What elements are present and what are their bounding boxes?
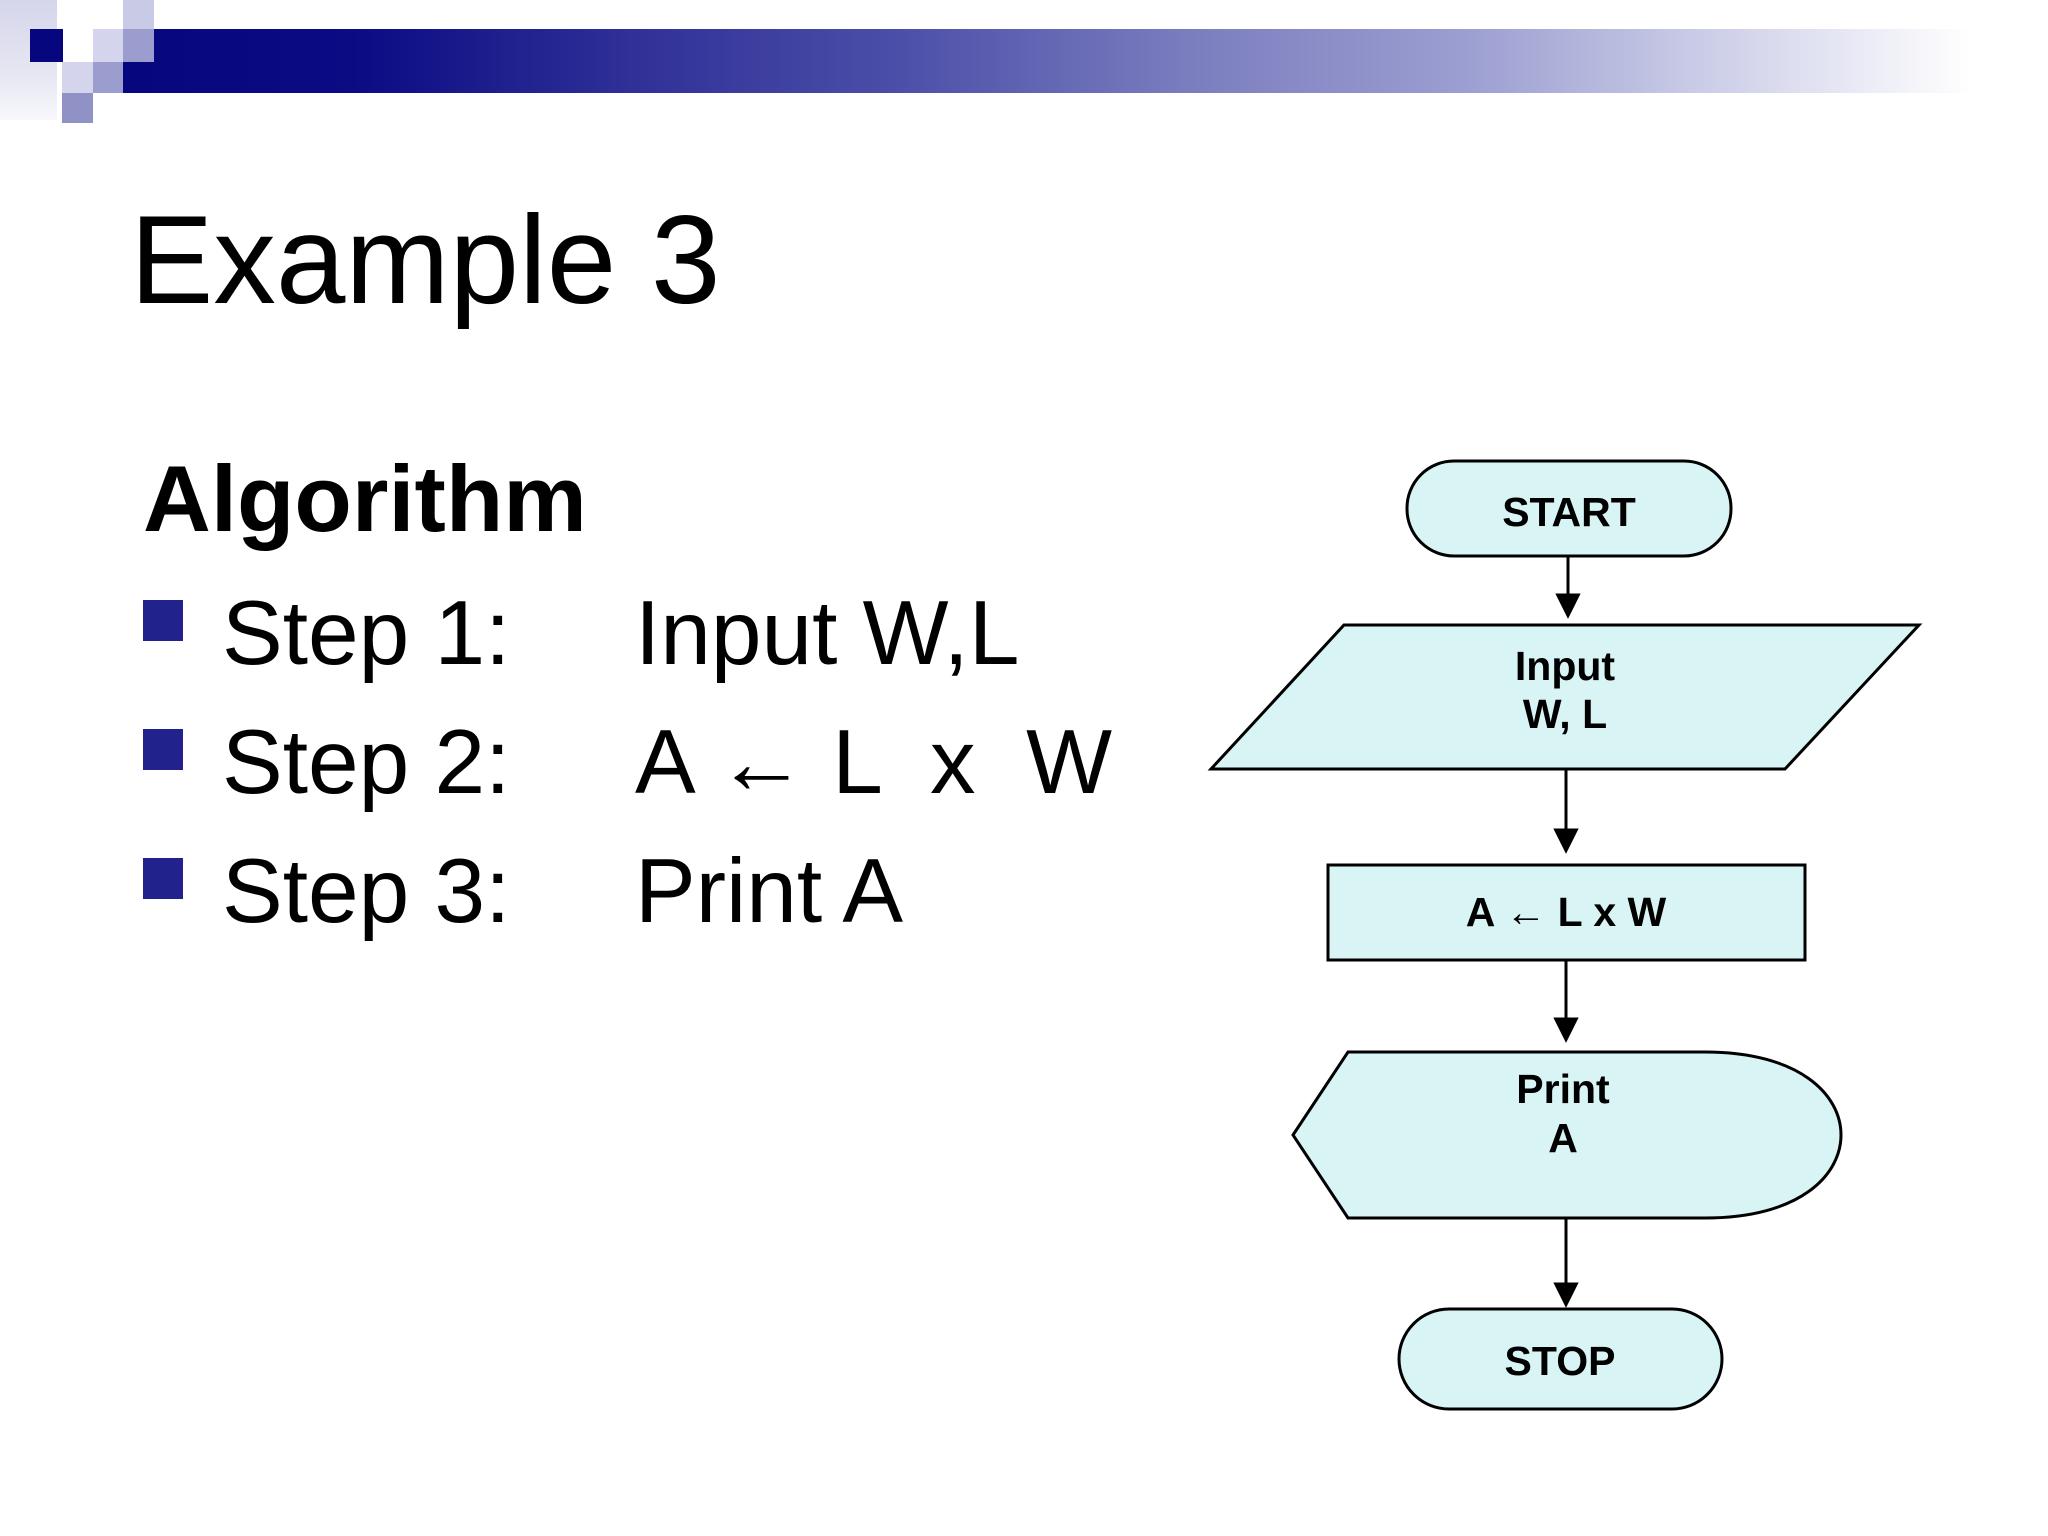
flowchart-node-print xyxy=(1291,1050,1843,1220)
step-label: Step 3: xyxy=(222,841,511,942)
step-label: Step 2: xyxy=(222,712,511,813)
flowchart-node-process-label: A ← L x W xyxy=(1466,889,1667,935)
flowchart-node-start xyxy=(1405,459,1733,558)
flowchart-node-input-label-line1: Input xyxy=(1515,643,1616,689)
flowchart-node-start-label: START xyxy=(1502,489,1636,535)
flowchart-node-input xyxy=(1207,623,1923,771)
decor-square-light xyxy=(62,62,93,93)
slide-title: Example 3 xyxy=(130,191,721,330)
decor-square-medium xyxy=(93,62,123,93)
decor-square-light xyxy=(93,29,123,62)
step-content: A ← L x W xyxy=(635,712,1112,813)
decor-square-medium xyxy=(62,93,93,123)
body-heading: Algorithm xyxy=(143,446,587,551)
header-gradient-bar xyxy=(123,29,2048,93)
decor-square-navy xyxy=(30,29,63,62)
decor-square-top xyxy=(123,0,154,29)
flowchart-node-process xyxy=(1326,863,1807,962)
flowchart-node-stop-label: STOP xyxy=(1505,1338,1616,1384)
bullet-square-icon xyxy=(143,600,183,641)
flowchart-node-stop xyxy=(1397,1307,1724,1411)
step-row-3: Step 3: Print A xyxy=(143,846,903,937)
step-row-1: Step 1: Input W,L xyxy=(143,588,1019,679)
decor-square-medium xyxy=(123,29,154,62)
step-content: Print A xyxy=(635,841,904,942)
flowchart-node-print-label-line1: Print xyxy=(1516,1066,1610,1112)
step-label: Step 1: xyxy=(222,583,511,684)
flowchart: START Input W, L A ← L x W Print A STOP xyxy=(1207,459,1923,1411)
step-content: Input W,L xyxy=(635,583,1020,684)
step-row-2: Step 2: A ← L x W xyxy=(143,717,1112,808)
flowchart-node-input-label-line2: W, L xyxy=(1523,691,1607,737)
bullet-square-icon xyxy=(143,858,183,899)
bullet-square-icon xyxy=(143,729,183,770)
flowchart-node-print-label-line2: A xyxy=(1548,1115,1578,1161)
